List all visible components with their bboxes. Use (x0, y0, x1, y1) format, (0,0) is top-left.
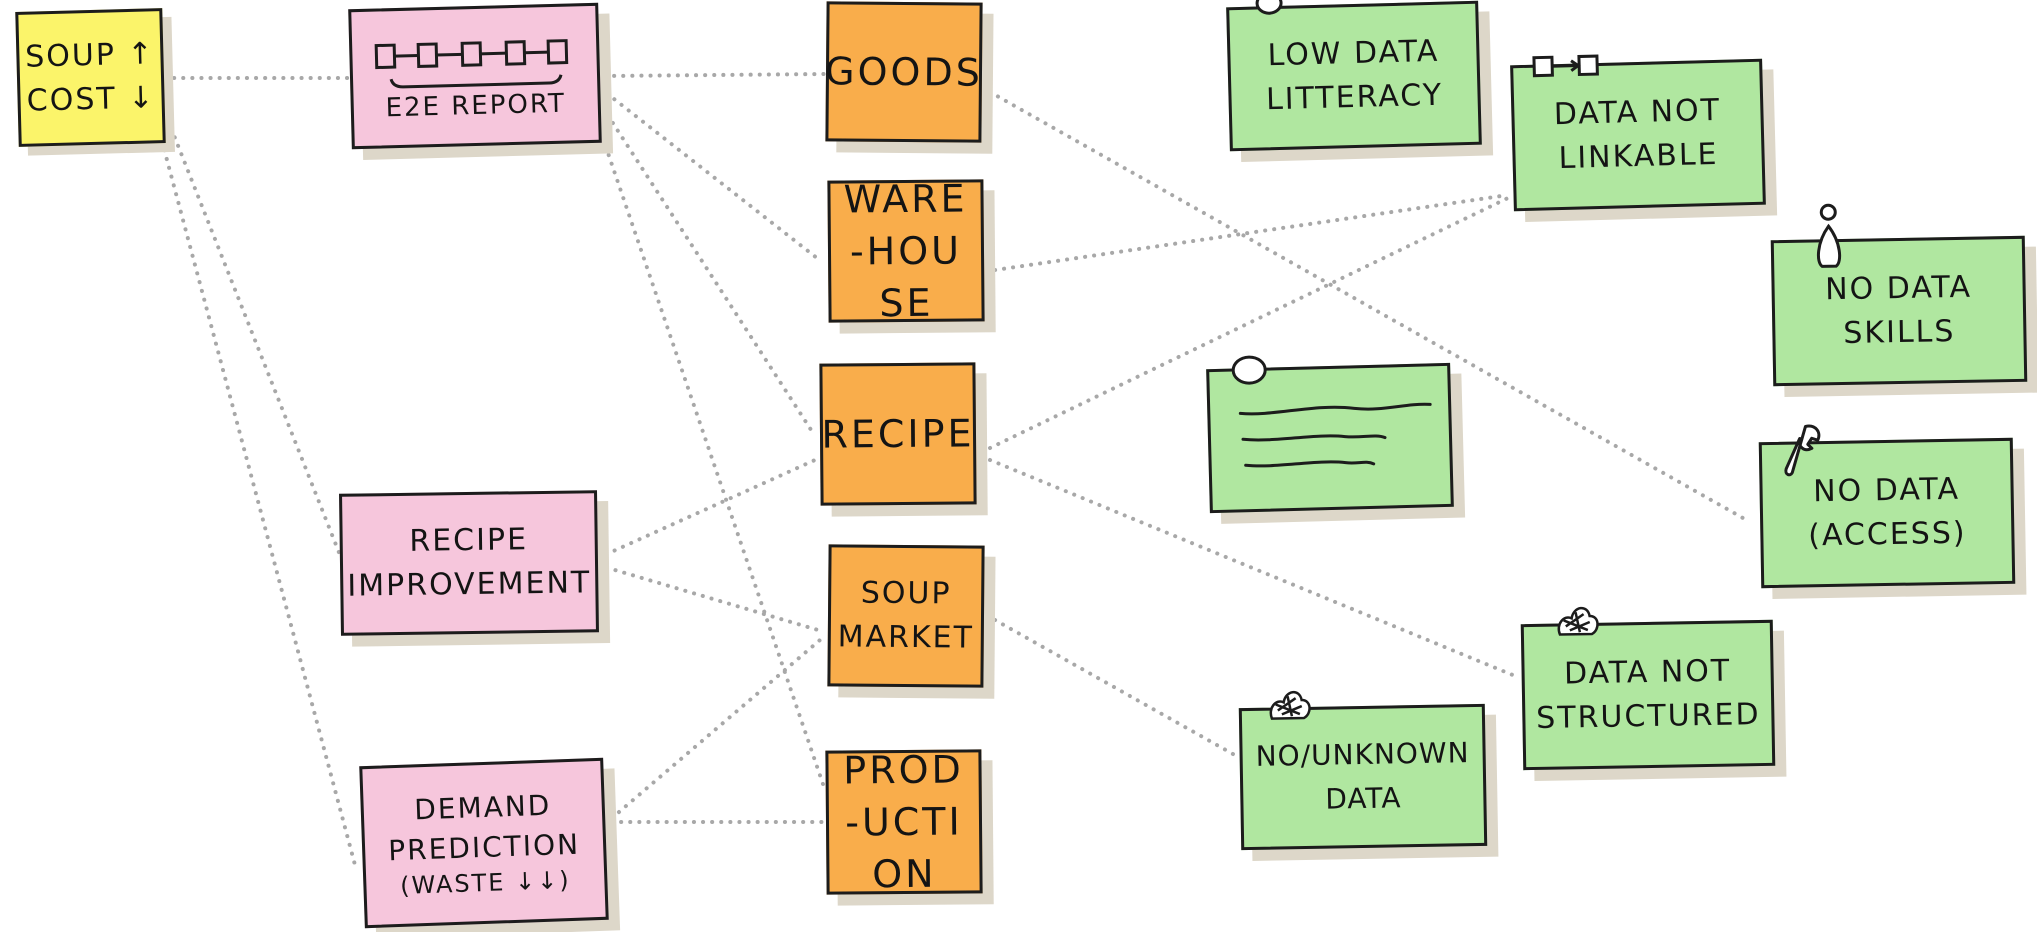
use-case-demand-prediction: DEMAND PREDICTION (WASTE ↓↓) (359, 757, 609, 929)
blank-green-note (1206, 355, 1454, 514)
data-source-goods: GOODS (824, 1, 984, 143)
connector-demand-prediction-soup-market (610, 638, 822, 820)
chain-of-boxes-icon (374, 39, 569, 89)
linked-boxes-icon (1532, 54, 1599, 78)
problem-no-data-access: NO DATA (ACCESS) (1758, 424, 2016, 589)
person-icon (1816, 203, 1842, 268)
connector-e2e-production (592, 110, 827, 792)
connector-goods-no-data-access (988, 90, 1752, 524)
connector-lines (153, 72, 1752, 867)
connector-warehouse-data-not-linkable (993, 193, 1510, 272)
problem-no-data-skills: NO DATA SKILLS (1770, 203, 2028, 387)
data-source-soup-market-label: SOUP MARKET (837, 575, 975, 656)
problem-no-unknown-data: NO/UNKNOWN DATA (1238, 690, 1488, 851)
data-source-production-label: PROD-UCTION (843, 747, 964, 897)
connector-recipe-improvement-recipe (596, 458, 817, 560)
connector-soup-market-no-unknown-data (993, 618, 1242, 760)
problem-data-not-linkable-label: DATA NOT LINKABLE (1553, 92, 1722, 177)
wrench-icon (1784, 424, 1821, 477)
problem-no-data-skills-label: NO DATA SKILLS (1824, 269, 1973, 351)
problem-data-not-structured-label: DATA NOT STRUCTURED (1535, 653, 1761, 736)
use-case-e2e-report: E2E REPORT (348, 2, 602, 150)
pin-icon (1231, 355, 1267, 385)
tangle-icon (1557, 606, 1599, 636)
connector-e2e-warehouse (598, 86, 824, 264)
use-case-demand-prediction-sub: (WASTE ↓↓) (399, 866, 572, 900)
connector-goal-demand-prediction (153, 113, 357, 867)
problem-data-not-linkable: DATA NOT LINKABLE (1510, 54, 1766, 212)
problem-no-unknown-data-label: NO/UNKNOWN DATA (1255, 736, 1470, 816)
problem-low-data-litteracy: LOW DATA LITTERACY (1226, 0, 1482, 152)
goal-line-1: SOUP ↑ (24, 35, 156, 75)
data-source-warehouse-label: WARE-HOUSE (843, 176, 968, 326)
tangle-icon (1269, 690, 1311, 720)
use-case-recipe-improvement: RECIPE IMPROVEMENT (339, 490, 599, 636)
connector-e2e-recipe (596, 98, 817, 438)
pin-icon (1255, 0, 1283, 15)
data-source-warehouse: WARE-HOUSE (827, 176, 985, 325)
connector-recipe-improvement-soup-market (596, 563, 820, 632)
data-source-goods-label: GOODS (824, 49, 984, 95)
data-source-recipe-label: RECIPE (821, 411, 975, 457)
use-case-demand-prediction-label: DEMAND PREDICTION (387, 788, 581, 868)
goal-note: SOUP ↑ COST ↓ (15, 8, 166, 147)
connector-e2e-goods (603, 72, 827, 78)
data-source-production: PROD-UCTION (825, 747, 983, 896)
scribble-lines (1238, 402, 1432, 468)
data-source-recipe: RECIPE (819, 362, 977, 506)
problem-data-not-structured: DATA NOT STRUCTURED (1520, 606, 1776, 771)
use-case-recipe-improvement-label: RECIPE IMPROVEMENT (347, 522, 592, 604)
connector-goal-recipe-improvement (156, 93, 342, 557)
goal-line-2: COST ↓ (26, 79, 156, 119)
problem-no-data-access-label: NO DATA (ACCESS) (1807, 471, 1967, 554)
data-source-soup-market: SOUP MARKET (827, 544, 985, 688)
problem-low-data-litteracy-label: LOW DATA LITTERACY (1265, 33, 1444, 118)
